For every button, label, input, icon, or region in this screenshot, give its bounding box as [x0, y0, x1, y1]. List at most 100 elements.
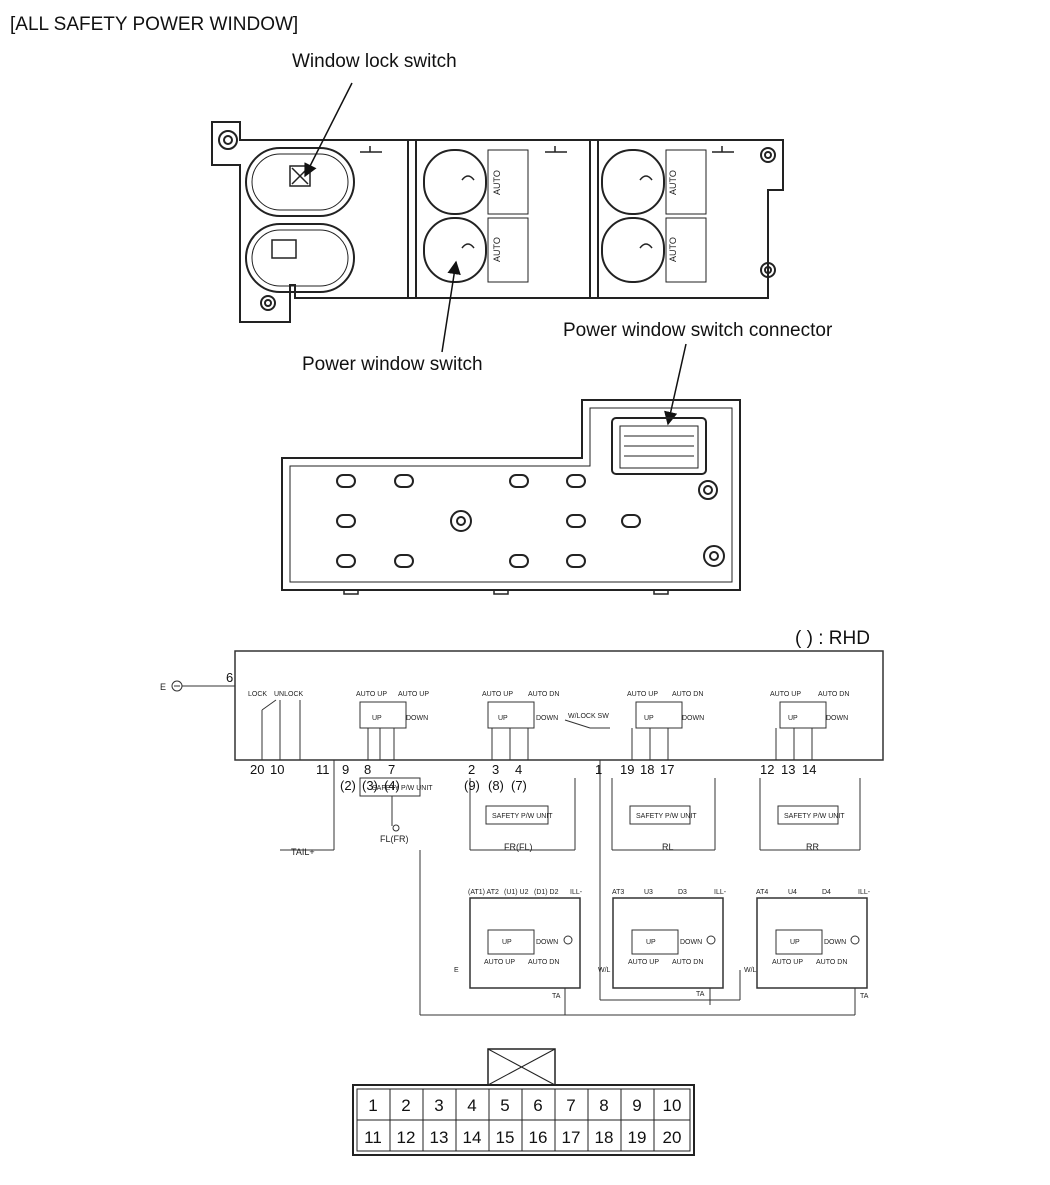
tail-label: TAIL+: [291, 847, 315, 857]
ta-label: TA: [552, 993, 561, 1000]
switch-label: AUTO UP: [356, 691, 387, 698]
connector-pin-1: 1: [368, 1096, 377, 1115]
motor-label: FL(FR): [380, 834, 409, 844]
connector-pin-16: 16: [529, 1128, 548, 1147]
connector-pointer: [664, 343, 687, 426]
power-window-switch-label: Power window switch: [302, 354, 483, 375]
connector-pin-7: 7: [566, 1096, 575, 1115]
pin-1: 1: [595, 762, 602, 777]
pin-14: 14: [802, 762, 816, 777]
pin-12: 12: [760, 762, 774, 777]
sub-switch-label: DOWN: [824, 939, 846, 946]
connector-pin-20: 20: [663, 1128, 682, 1147]
pin-9: 9: [342, 762, 349, 777]
sub-switch-label: DOWN: [536, 939, 558, 946]
pin-18: 18: [640, 762, 654, 777]
pin-2: 2: [468, 762, 475, 777]
lock-switch-pointer: [304, 82, 353, 178]
switch-label: AUTO DN: [672, 691, 703, 698]
connector-pin-10: 10: [663, 1096, 682, 1115]
diagram-heading: [ALL SAFETY POWER WINDOW]: [10, 14, 299, 35]
rhd-pin: (4): [384, 778, 400, 793]
rhd-pin: (7): [511, 778, 527, 793]
connector-pin-8: 8: [599, 1096, 608, 1115]
rhd-pin: (3): [362, 778, 378, 793]
auto-label: AUTO: [668, 237, 678, 262]
motor-label: RL: [662, 842, 674, 852]
sub-pin: D4: [822, 889, 831, 896]
sub-switch-label: AUTO DN: [816, 959, 847, 966]
switch-label: AUTO UP: [627, 691, 658, 698]
pin-4: 4: [515, 762, 522, 777]
sub-switch-label: UP: [790, 939, 800, 946]
motor-label: FR(FL): [504, 842, 533, 852]
sub-pin: ILL-: [858, 889, 871, 896]
unlock-label: UNLOCK: [274, 691, 304, 698]
sub-switch-label: AUTO DN: [528, 959, 559, 966]
sub-pin: (D1) D2: [534, 889, 559, 896]
main-switch-box: [234, 650, 884, 761]
sub-pin: D3: [678, 889, 687, 896]
connector-pins: 1 2 3 4 5 6 7 8 9 10 11 12 13 14 15 16 1…: [364, 1096, 681, 1147]
pin-10: 10: [270, 762, 284, 777]
wl-label: W/L: [744, 967, 757, 974]
switch-label: UP: [788, 715, 798, 722]
sub-switch-label: DOWN: [680, 939, 702, 946]
auto-labels: AUTO AUTO AUTO AUTO: [492, 170, 678, 262]
ground-label: E: [454, 967, 459, 974]
sub-pin: AT4: [756, 889, 768, 896]
switch-label: AUTO UP: [770, 691, 801, 698]
connector-pin-13: 13: [430, 1128, 449, 1147]
window-lock-switch-label: Window lock switch: [292, 51, 457, 72]
ta-label: TA: [696, 991, 705, 998]
switch-label: AUTO UP: [398, 691, 429, 698]
connector-pin-11: 11: [364, 1128, 382, 1147]
connector-pin-3: 3: [434, 1096, 443, 1115]
sub-switch-label: AUTO DN: [672, 959, 703, 966]
sub-pin: U4: [788, 889, 797, 896]
sub-switch-label: AUTO UP: [772, 959, 803, 966]
safety-unit-label: SAFETY P/W UNIT: [636, 813, 697, 820]
sub-switch-label: AUTO UP: [628, 959, 659, 966]
connector-pin-2: 2: [401, 1096, 410, 1115]
safety-unit-label: SAFETY P/W UNIT: [492, 813, 553, 820]
rhd-note: ( ) : RHD: [795, 628, 870, 649]
pin-6: 6: [226, 670, 233, 685]
pin-11: 11: [316, 762, 330, 777]
mirror-icon: [271, 239, 297, 259]
switch-label: DOWN: [536, 715, 558, 722]
pin-19: 19: [620, 762, 634, 777]
connector-pin-14: 14: [463, 1128, 482, 1147]
auto-label: AUTO: [492, 237, 502, 262]
switch-label: DOWN: [406, 715, 428, 722]
switch-label: DOWN: [826, 715, 848, 722]
switch-label: AUTO DN: [818, 691, 849, 698]
sub-pin: U3: [644, 889, 653, 896]
sub-pin: ILL-: [570, 889, 583, 896]
sub-switch-label: AUTO UP: [484, 959, 515, 966]
sub-switch-label: UP: [646, 939, 656, 946]
connector-pin-19: 19: [628, 1128, 647, 1147]
switch-label: DOWN: [682, 715, 704, 722]
pin-20: 20: [250, 762, 264, 777]
connector-pin-9: 9: [632, 1096, 641, 1115]
sub-switch-label: UP: [502, 939, 512, 946]
schematic: [171, 650, 884, 1016]
connector-pin-6: 6: [533, 1096, 542, 1115]
auto-label: AUTO: [492, 170, 502, 195]
connector-pin-17: 17: [562, 1128, 581, 1147]
switch-label: UP: [498, 715, 508, 722]
connector-pin-12: 12: [397, 1128, 416, 1147]
wl-label: W/L: [598, 967, 611, 974]
wlock-sw-label: W/LOCK SW: [568, 713, 609, 720]
switch-label: AUTO UP: [482, 691, 513, 698]
sub-pin: ILL-: [714, 889, 727, 896]
power-switch-pointer: [441, 260, 461, 353]
power-window-switch-connector-label: Power window switch connector: [563, 320, 833, 341]
safety-unit-label: SAFETY P/W UNIT: [372, 785, 433, 792]
pin-8: 8: [364, 762, 371, 777]
switch-assembly: [211, 121, 784, 323]
ground-label: E: [160, 682, 166, 692]
safety-unit-label: SAFETY P/W UNIT: [784, 813, 845, 820]
